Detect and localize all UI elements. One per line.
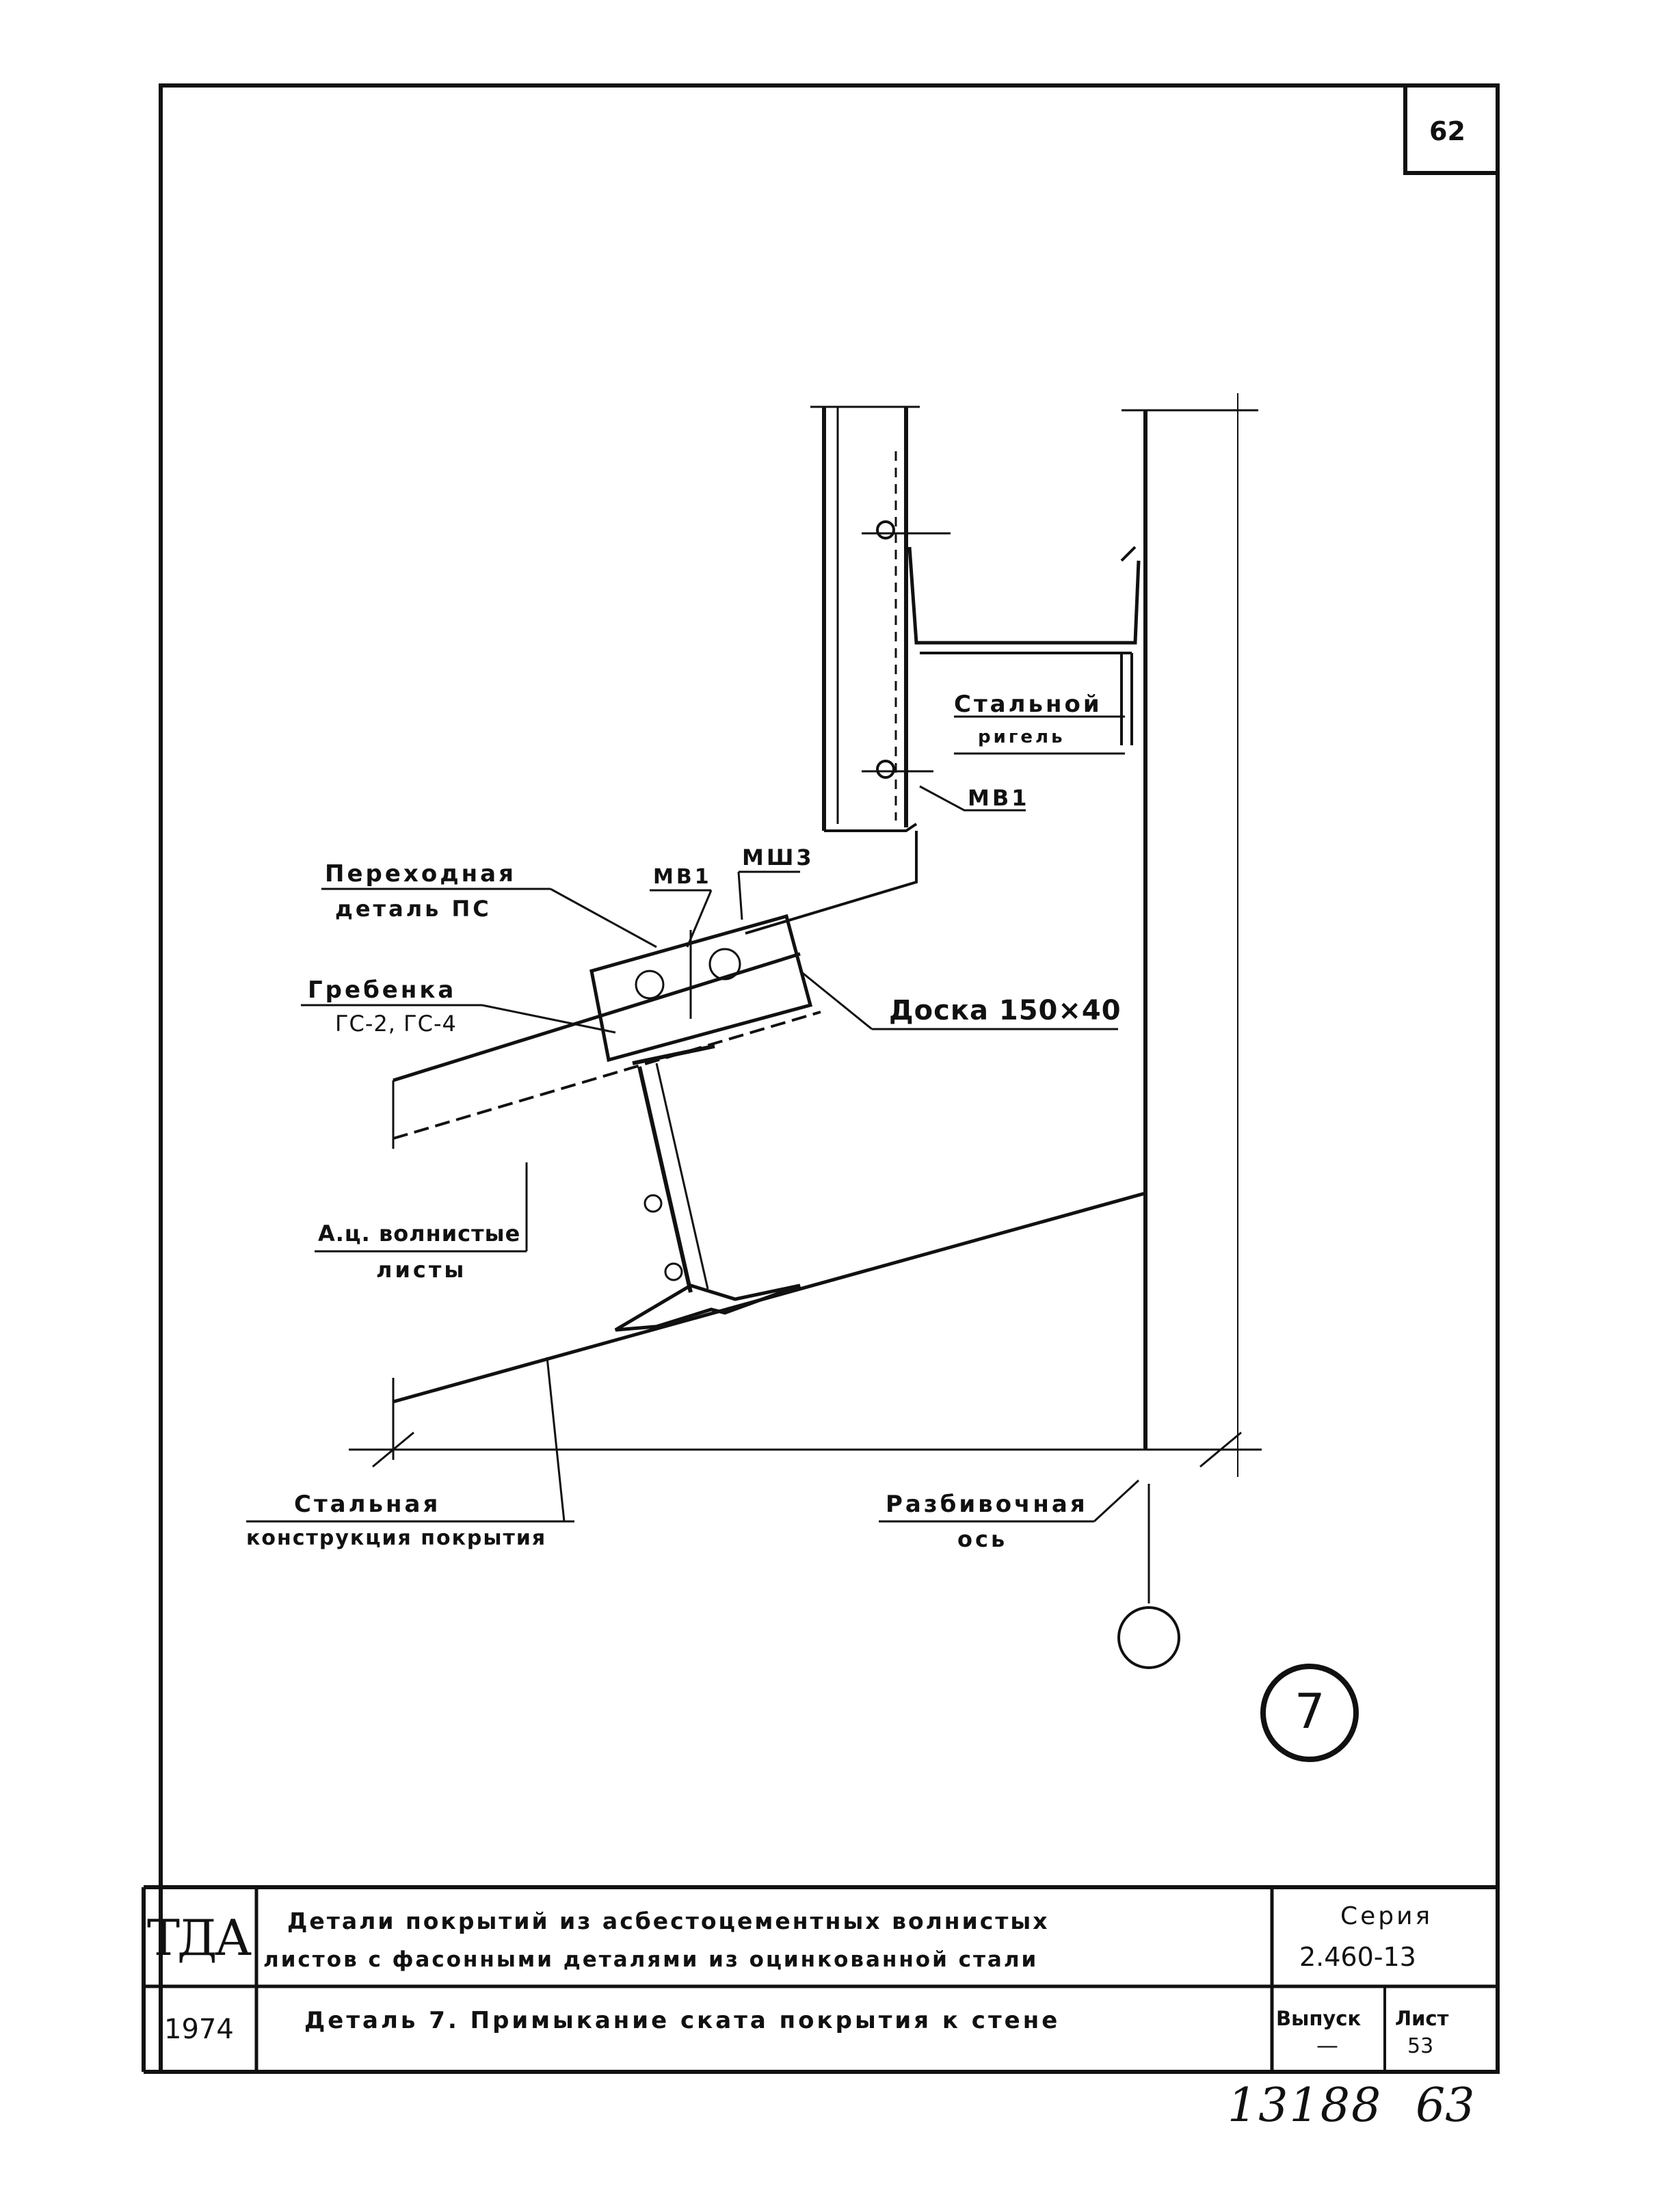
detail-circle (1260, 1664, 1359, 1762)
title-block (142, 1885, 1498, 2074)
series-label: Серия (1340, 1902, 1433, 1930)
sheet-value: 53 (1407, 2034, 1434, 2058)
detail-caption: Деталь 7. Примыкание ската покрытия к ст… (304, 2007, 1061, 2034)
label-steel-girt-2: ригель (978, 727, 1065, 747)
wall-column (1122, 393, 1258, 1477)
label-board: Доска 150×40 (889, 995, 1122, 1026)
label-sheets-2: листы (376, 1257, 467, 1283)
roof-sheets (392, 914, 821, 1149)
page-number: 62 (1429, 116, 1465, 146)
label-steel-girt-1: Стальной (954, 691, 1102, 718)
label-msh3: МШ3 (742, 844, 814, 870)
dimension-line (349, 1431, 1262, 1468)
axis-bubble (1117, 1606, 1180, 1669)
label-comb-2: ГС-2, ГС-4 (335, 1011, 457, 1037)
label-transition-2: деталь ПС (335, 896, 492, 922)
sheet-label: Лист (1395, 2007, 1449, 2030)
label-axis-1: Разбивочная (886, 1491, 1088, 1518)
wall-panel (745, 405, 1141, 935)
title-line-2: листов с фасонными деталями из оцинкован… (263, 1947, 1039, 1972)
handwritten-archive-number: 13188 (1228, 2079, 1383, 2133)
issue-value: — (1316, 2032, 1338, 2058)
leader-lines (246, 715, 1140, 1523)
detail-number: 7 (1295, 1683, 1325, 1740)
sheet-frame (159, 83, 1500, 2074)
label-mv1-right: МВ1 (968, 785, 1030, 811)
page-number-box (1403, 83, 1500, 175)
label-transition-1: Переходная (325, 860, 516, 888)
purlin (614, 1044, 801, 1332)
handwritten-page-number: 63 (1416, 2079, 1475, 2133)
label-sheets-1: А.ц. волнистые (318, 1221, 521, 1247)
label-axis-2: ось (957, 1526, 1008, 1552)
issue-label: Выпуск (1276, 2007, 1362, 2030)
label-roof-structure-2: конструкция покрытия (246, 1526, 547, 1550)
series-value: 2.460-13 (1299, 1942, 1416, 1972)
label-roof-structure-1: Стальная (294, 1491, 441, 1518)
label-comb-1: Гребенка (308, 976, 457, 1004)
title-line-1: Детали покрытий из асбестоцементных волн… (287, 1908, 1050, 1934)
org-logo: ТДА (147, 1909, 252, 1967)
roof-structure (392, 1191, 1146, 1460)
label-mv1-top: МВ1 (653, 865, 712, 889)
year: 1974 (164, 2014, 234, 2045)
